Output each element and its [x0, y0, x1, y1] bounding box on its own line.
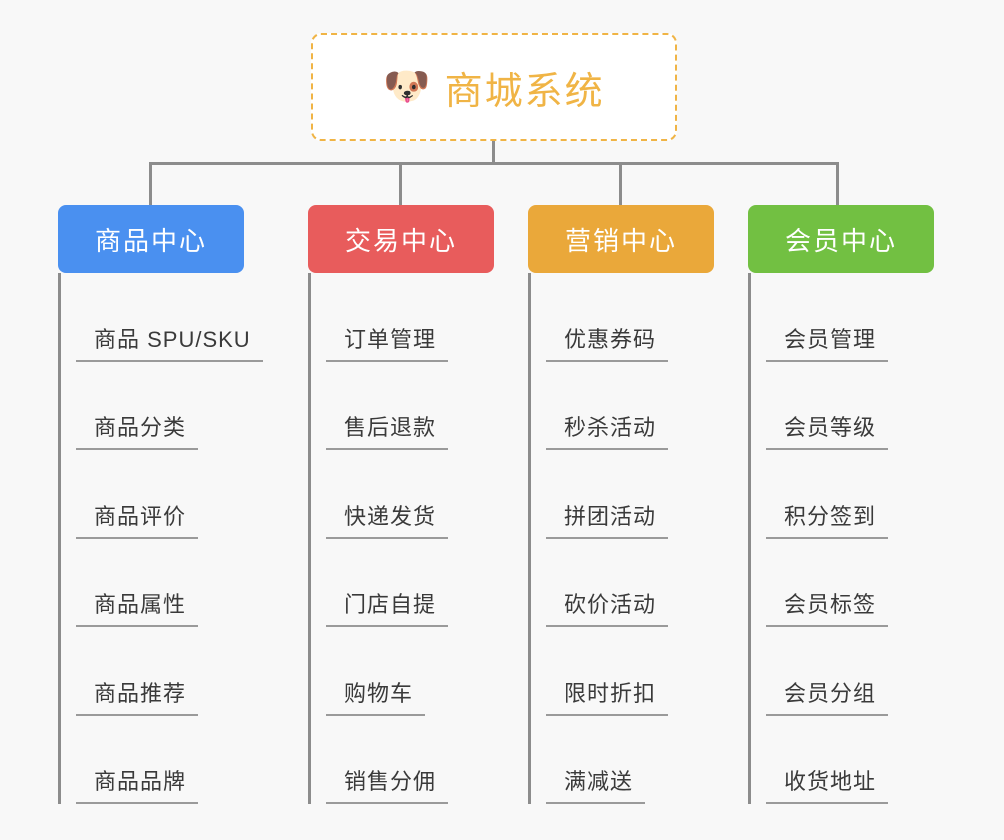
- category-header-marketing[interactable]: 营销中心: [528, 205, 714, 273]
- category-column-trade: 交易中心 订单管理 售后退款 快递发货 门店自提 购物车 销售分佣: [308, 205, 536, 804]
- leaf-label: 商品评价: [76, 499, 199, 539]
- category-header-product[interactable]: 商品中心: [58, 205, 244, 273]
- leaf-label: 购物车: [326, 676, 426, 716]
- list-item[interactable]: 购物车: [326, 627, 521, 716]
- leaf-label: 收货地址: [766, 764, 889, 804]
- drop-connector-2: [619, 162, 622, 206]
- leaf-label: 商品品牌: [76, 764, 199, 804]
- category-title: 商品中心: [94, 225, 207, 256]
- leaf-label: 满减送: [546, 764, 646, 804]
- category-title: 交易中心: [344, 225, 457, 256]
- leaf-label: 会员分组: [766, 676, 889, 716]
- leaf-label: 商品推荐: [76, 676, 199, 716]
- list-item[interactable]: 会员分组: [766, 627, 961, 716]
- list-item[interactable]: 快递发货: [326, 450, 521, 539]
- leaf-label: 会员标签: [766, 587, 889, 627]
- leaf-label: 会员管理: [766, 322, 889, 362]
- list-item[interactable]: 优惠券码: [546, 273, 741, 362]
- leaf-list-member: 会员管理 会员等级 积分签到 会员标签 会员分组 收货地址: [748, 273, 961, 804]
- list-item[interactable]: 积分签到: [766, 450, 961, 539]
- category-header-trade[interactable]: 交易中心: [308, 205, 494, 273]
- category-title: 会员中心: [784, 225, 897, 256]
- category-column-product: 商品中心 商品 SPU/SKU 商品分类 商品评价 商品属性 商品推荐 商品品牌: [58, 205, 286, 804]
- leaf-label: 商品分类: [76, 410, 199, 450]
- drop-connector-3: [836, 162, 839, 206]
- category-header-member[interactable]: 会员中心: [748, 205, 934, 273]
- list-item[interactable]: 商品品牌: [76, 716, 271, 804]
- leaf-label: 销售分佣: [326, 764, 449, 804]
- leaf-list-marketing: 优惠券码 秒杀活动 拼团活动 砍价活动 限时折扣 满减送: [528, 273, 741, 804]
- drop-connector-0: [149, 162, 152, 206]
- list-item[interactable]: 销售分佣: [326, 716, 521, 804]
- leaf-label: 优惠券码: [546, 322, 669, 362]
- leaf-label: 商品属性: [76, 587, 199, 627]
- list-item[interactable]: 商品 SPU/SKU: [76, 273, 271, 362]
- list-item[interactable]: 秒杀活动: [546, 362, 741, 450]
- list-item[interactable]: 收货地址: [766, 716, 961, 804]
- leaf-label: 限时折扣: [546, 676, 669, 716]
- list-item[interactable]: 会员标签: [766, 539, 961, 627]
- list-item[interactable]: 会员等级: [766, 362, 961, 450]
- leaf-list-product: 商品 SPU/SKU 商品分类 商品评价 商品属性 商品推荐 商品品牌: [58, 273, 271, 804]
- list-item[interactable]: 拼团活动: [546, 450, 741, 539]
- list-item[interactable]: 会员管理: [766, 273, 961, 362]
- list-item[interactable]: 限时折扣: [546, 627, 741, 716]
- leaf-label: 商品 SPU/SKU: [76, 322, 263, 362]
- list-item[interactable]: 砍价活动: [546, 539, 741, 627]
- leaf-label: 门店自提: [326, 587, 449, 627]
- category-title: 营销中心: [564, 225, 677, 256]
- leaf-label: 快递发货: [326, 499, 449, 539]
- leaf-label: 售后退款: [326, 410, 449, 450]
- list-item[interactable]: 商品属性: [76, 539, 271, 627]
- root-title: 商城系统: [444, 70, 605, 113]
- leaf-label: 积分签到: [766, 499, 889, 539]
- root-stem-connector: [492, 141, 495, 164]
- list-item[interactable]: 订单管理: [326, 273, 521, 362]
- list-item[interactable]: 商品分类: [76, 362, 271, 450]
- leaf-label: 订单管理: [326, 322, 449, 362]
- root-node[interactable]: 🐶 商城系统: [311, 33, 677, 141]
- leaf-label: 拼团活动: [546, 499, 669, 539]
- category-column-marketing: 营销中心 优惠券码 秒杀活动 拼团活动 砍价活动 限时折扣 满减送: [528, 205, 756, 804]
- leaf-label: 秒杀活动: [546, 410, 669, 450]
- dog-face-icon: 🐶: [383, 66, 431, 108]
- list-item[interactable]: 商品推荐: [76, 627, 271, 716]
- list-item[interactable]: 售后退款: [326, 362, 521, 450]
- category-bus-connector: [149, 162, 839, 165]
- leaf-list-trade: 订单管理 售后退款 快递发货 门店自提 购物车 销售分佣: [308, 273, 521, 804]
- list-item[interactable]: 商品评价: [76, 450, 271, 539]
- list-item[interactable]: 满减送: [546, 716, 741, 804]
- drop-connector-1: [399, 162, 402, 206]
- list-item[interactable]: 门店自提: [326, 539, 521, 627]
- leaf-label: 砍价活动: [546, 587, 669, 627]
- leaf-label: 会员等级: [766, 410, 889, 450]
- category-column-member: 会员中心 会员管理 会员等级 积分签到 会员标签 会员分组 收货地址: [748, 205, 976, 804]
